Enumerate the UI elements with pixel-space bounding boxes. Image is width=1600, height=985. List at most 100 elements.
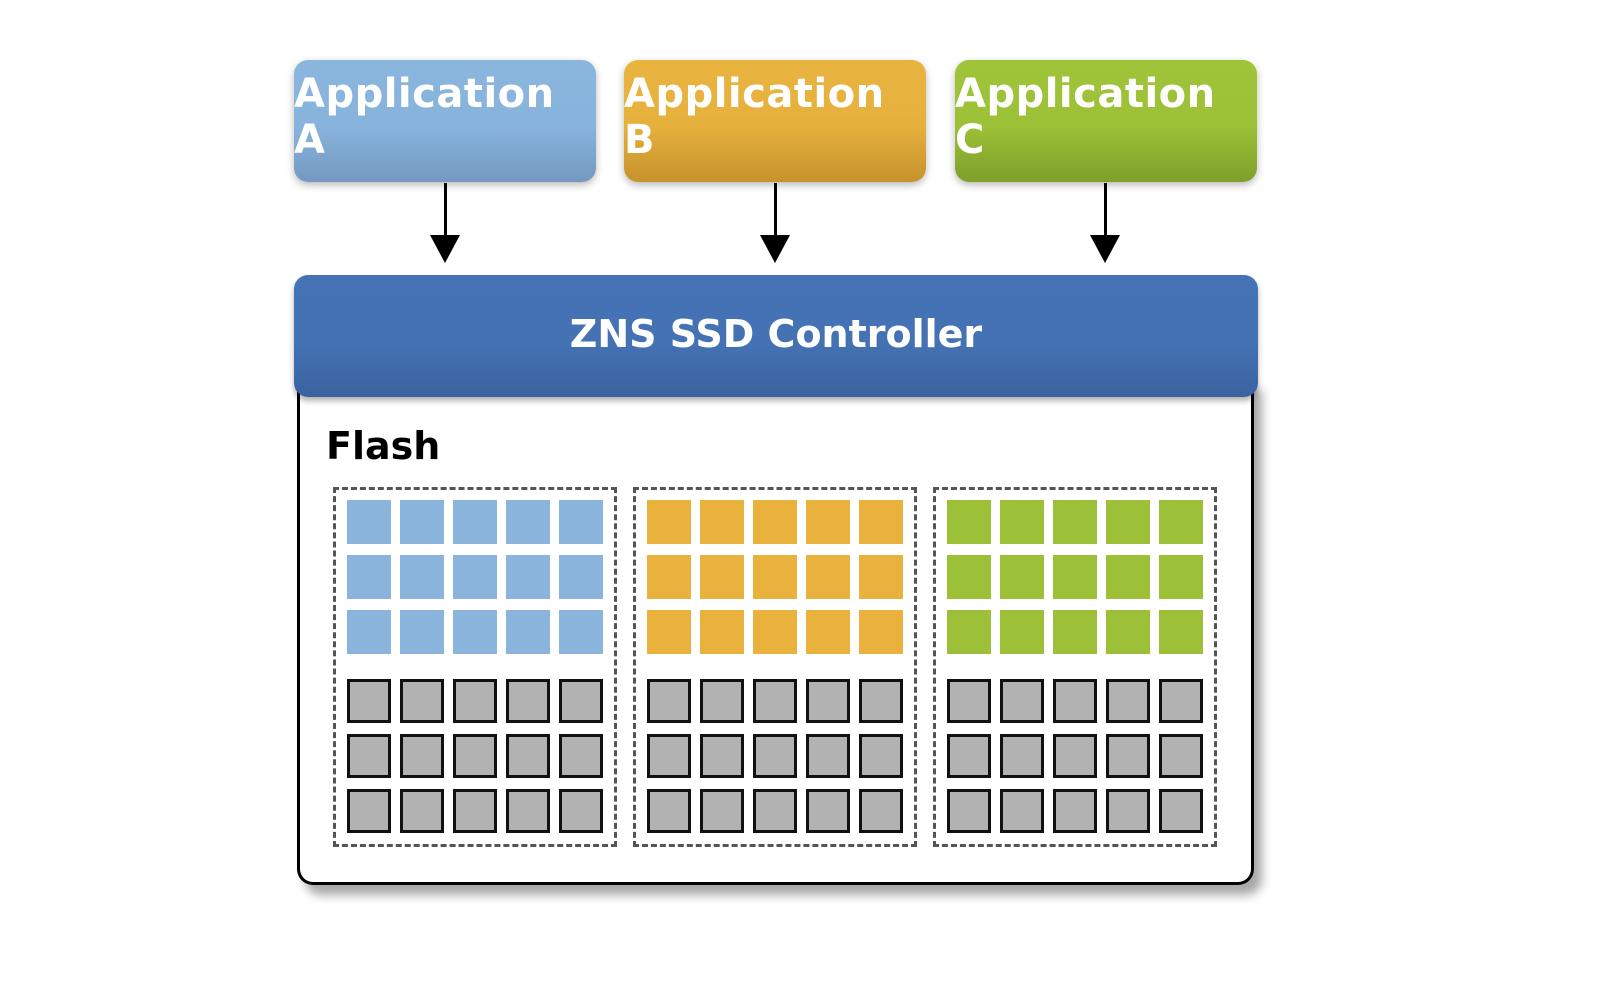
free-block bbox=[1106, 734, 1150, 778]
free-block bbox=[559, 789, 603, 833]
used-block bbox=[453, 610, 497, 654]
free-block bbox=[1053, 734, 1097, 778]
used-block bbox=[506, 555, 550, 599]
free-block bbox=[647, 789, 691, 833]
free-block bbox=[700, 679, 744, 723]
used-block bbox=[1159, 610, 1203, 654]
used-block bbox=[453, 555, 497, 599]
used-block bbox=[806, 555, 850, 599]
free-block bbox=[806, 789, 850, 833]
free-block bbox=[1159, 789, 1203, 833]
free-block bbox=[453, 789, 497, 833]
used-block bbox=[700, 500, 744, 544]
free-block bbox=[947, 679, 991, 723]
app-box-a: Application A bbox=[294, 60, 596, 182]
free-block bbox=[753, 679, 797, 723]
app-box-c: Application C bbox=[955, 60, 1257, 182]
free-block bbox=[1000, 734, 1044, 778]
free-block bbox=[453, 679, 497, 723]
free-block bbox=[1159, 734, 1203, 778]
used-block bbox=[347, 555, 391, 599]
used-block bbox=[859, 610, 903, 654]
free-block bbox=[506, 789, 550, 833]
used-block bbox=[859, 555, 903, 599]
used-block bbox=[806, 500, 850, 544]
used-block bbox=[559, 500, 603, 544]
free-block bbox=[806, 679, 850, 723]
free-block bbox=[347, 789, 391, 833]
used-block bbox=[347, 610, 391, 654]
free-block bbox=[1159, 679, 1203, 723]
arrow-shaft bbox=[1103, 183, 1107, 237]
free-block bbox=[947, 789, 991, 833]
app-label-b: Application B bbox=[624, 71, 885, 163]
used-block bbox=[1053, 555, 1097, 599]
used-block bbox=[1106, 610, 1150, 654]
app-box-b: Application B bbox=[624, 60, 926, 182]
free-block bbox=[400, 679, 444, 723]
used-block bbox=[1000, 610, 1044, 654]
used-block bbox=[947, 500, 991, 544]
arrow-down-icon bbox=[1090, 235, 1120, 263]
used-block bbox=[1106, 500, 1150, 544]
used-block bbox=[559, 555, 603, 599]
free-block bbox=[859, 679, 903, 723]
app-label-c: Application C bbox=[955, 71, 1216, 163]
free-block bbox=[700, 789, 744, 833]
used-block bbox=[347, 500, 391, 544]
free-block bbox=[859, 734, 903, 778]
used-block bbox=[400, 610, 444, 654]
free-block bbox=[1106, 789, 1150, 833]
used-block bbox=[453, 500, 497, 544]
used-block bbox=[859, 500, 903, 544]
used-block bbox=[700, 555, 744, 599]
free-block bbox=[1000, 679, 1044, 723]
free-block bbox=[400, 734, 444, 778]
free-block bbox=[1053, 789, 1097, 833]
free-block bbox=[753, 789, 797, 833]
flash-label: Flash bbox=[326, 424, 441, 468]
used-block bbox=[1159, 500, 1203, 544]
free-block bbox=[559, 734, 603, 778]
arrow-shaft bbox=[773, 183, 777, 237]
used-block bbox=[753, 500, 797, 544]
free-block bbox=[453, 734, 497, 778]
free-block bbox=[506, 679, 550, 723]
used-block bbox=[700, 610, 744, 654]
used-block bbox=[647, 555, 691, 599]
used-block bbox=[1159, 555, 1203, 599]
free-block bbox=[859, 789, 903, 833]
free-block bbox=[647, 734, 691, 778]
used-block bbox=[647, 500, 691, 544]
used-block bbox=[753, 555, 797, 599]
free-block bbox=[400, 789, 444, 833]
controller-label: ZNS SSD Controller bbox=[569, 312, 983, 356]
used-block bbox=[1053, 610, 1097, 654]
used-block bbox=[806, 610, 850, 654]
used-block bbox=[400, 500, 444, 544]
used-block bbox=[647, 610, 691, 654]
arrow-shaft bbox=[443, 183, 447, 237]
used-block bbox=[753, 610, 797, 654]
free-block bbox=[347, 679, 391, 723]
used-block bbox=[947, 555, 991, 599]
used-block bbox=[947, 610, 991, 654]
zone-c bbox=[933, 487, 1217, 847]
free-block bbox=[947, 734, 991, 778]
free-block bbox=[347, 734, 391, 778]
used-block bbox=[506, 500, 550, 544]
free-block bbox=[647, 679, 691, 723]
used-block bbox=[1106, 555, 1150, 599]
used-block bbox=[506, 610, 550, 654]
free-block bbox=[1000, 789, 1044, 833]
free-block bbox=[1106, 679, 1150, 723]
used-block bbox=[1000, 500, 1044, 544]
free-block bbox=[559, 679, 603, 723]
used-block bbox=[1053, 500, 1097, 544]
arrow-down-icon bbox=[760, 235, 790, 263]
used-block bbox=[400, 555, 444, 599]
free-block bbox=[806, 734, 850, 778]
app-label-a: Application A bbox=[294, 71, 555, 163]
controller-box: ZNS SSD Controller bbox=[294, 275, 1258, 397]
free-block bbox=[506, 734, 550, 778]
